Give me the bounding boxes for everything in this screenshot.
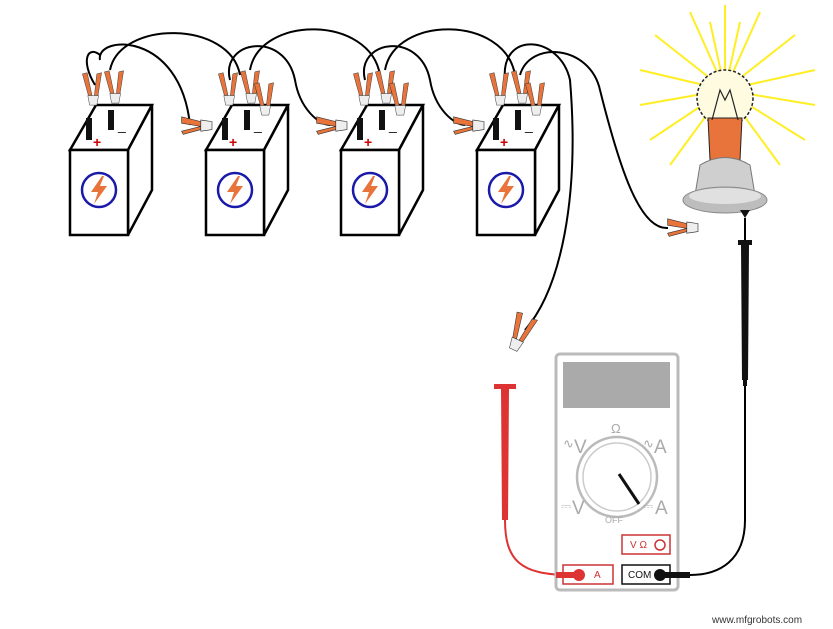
amps-jack-label: A (594, 570, 601, 581)
positive-label: + (93, 134, 101, 150)
negative-label: _ (117, 117, 126, 133)
dial-ohm-label: Ω (611, 421, 621, 436)
bulb-base (707, 117, 743, 161)
red-probe[interactable] (494, 310, 538, 520)
light-bulb (639, 5, 816, 237)
wire-b1-loop (85, 50, 101, 86)
terminal-negative (244, 110, 250, 130)
bulb-glass (696, 69, 754, 127)
clip[interactable] (501, 310, 538, 354)
bolt-icon (216, 171, 254, 209)
svg-text:⎓: ⎓ (643, 498, 653, 513)
dial-off-label: OFF (605, 515, 623, 525)
wire-b4-bulb (519, 51, 669, 230)
multimeter: Ω ∿ V ∿ A ⎓ V ⎓ A OFF V Ω A COM (554, 352, 690, 592)
terminal-negative (379, 110, 385, 130)
dial-ac-amps-label: A (654, 437, 667, 458)
volt-ohm-jack[interactable]: V Ω (621, 534, 671, 555)
clip[interactable] (453, 116, 485, 135)
svg-text:∿: ∿ (563, 436, 574, 451)
multimeter-display (563, 362, 670, 408)
clip[interactable] (104, 70, 124, 104)
volt-ohm-label: V Ω (630, 540, 647, 551)
battery-1: + _ (67, 70, 155, 237)
terminal-positive (222, 118, 228, 140)
terminal-positive (86, 118, 92, 140)
clip[interactable] (489, 72, 509, 106)
dial-dc-volts-label: V (572, 498, 585, 519)
bolt-icon (80, 171, 118, 209)
bulb-filament (711, 88, 739, 121)
com-jack-label: COM (628, 570, 651, 581)
terminal-negative (108, 110, 114, 130)
wire-b4-probe (503, 43, 574, 331)
bolt-icon (351, 171, 389, 209)
dial-pointer (617, 473, 641, 505)
negative-label: _ (388, 117, 397, 133)
terminal-negative (515, 110, 521, 130)
wire-b2-loop (227, 45, 331, 126)
watermark: www.mfgrobots.com (711, 615, 802, 626)
positive-label: + (229, 134, 237, 150)
clip[interactable] (353, 72, 373, 106)
svg-text:∿: ∿ (643, 436, 654, 451)
negative-label: _ (253, 117, 262, 133)
battery-4: + _ (453, 70, 562, 237)
wire-black-lead (689, 380, 746, 576)
clip[interactable] (667, 218, 699, 237)
negative-label: _ (524, 117, 533, 133)
wire-b1-b2 (109, 32, 241, 76)
com-jack[interactable]: COM (621, 564, 690, 585)
wires (85, 28, 746, 576)
wire-b1-b2-lower (98, 43, 191, 126)
battery-3: + _ (316, 70, 426, 237)
positive-label: + (500, 134, 508, 150)
wire-b2-b3 (249, 28, 381, 76)
bulb-socket (694, 157, 756, 196)
wire-b3-loop (362, 45, 466, 126)
amps-jack[interactable]: A (556, 564, 614, 585)
clip[interactable] (316, 116, 348, 135)
battery-2: + _ (181, 70, 291, 237)
clip[interactable] (218, 72, 238, 106)
probe-tip (740, 210, 750, 218)
svg-text:⎓: ⎓ (561, 498, 571, 513)
wire-b3-b4 (384, 28, 516, 76)
terminal-positive (357, 118, 363, 140)
dial-ac-volts-label: V (574, 437, 587, 458)
black-probe[interactable] (738, 240, 752, 386)
clip[interactable] (181, 116, 213, 135)
bolt-icon (487, 171, 525, 209)
positive-label: + (364, 134, 372, 150)
dial-dc-amps-label: A (655, 498, 668, 519)
terminal-positive (493, 118, 499, 140)
